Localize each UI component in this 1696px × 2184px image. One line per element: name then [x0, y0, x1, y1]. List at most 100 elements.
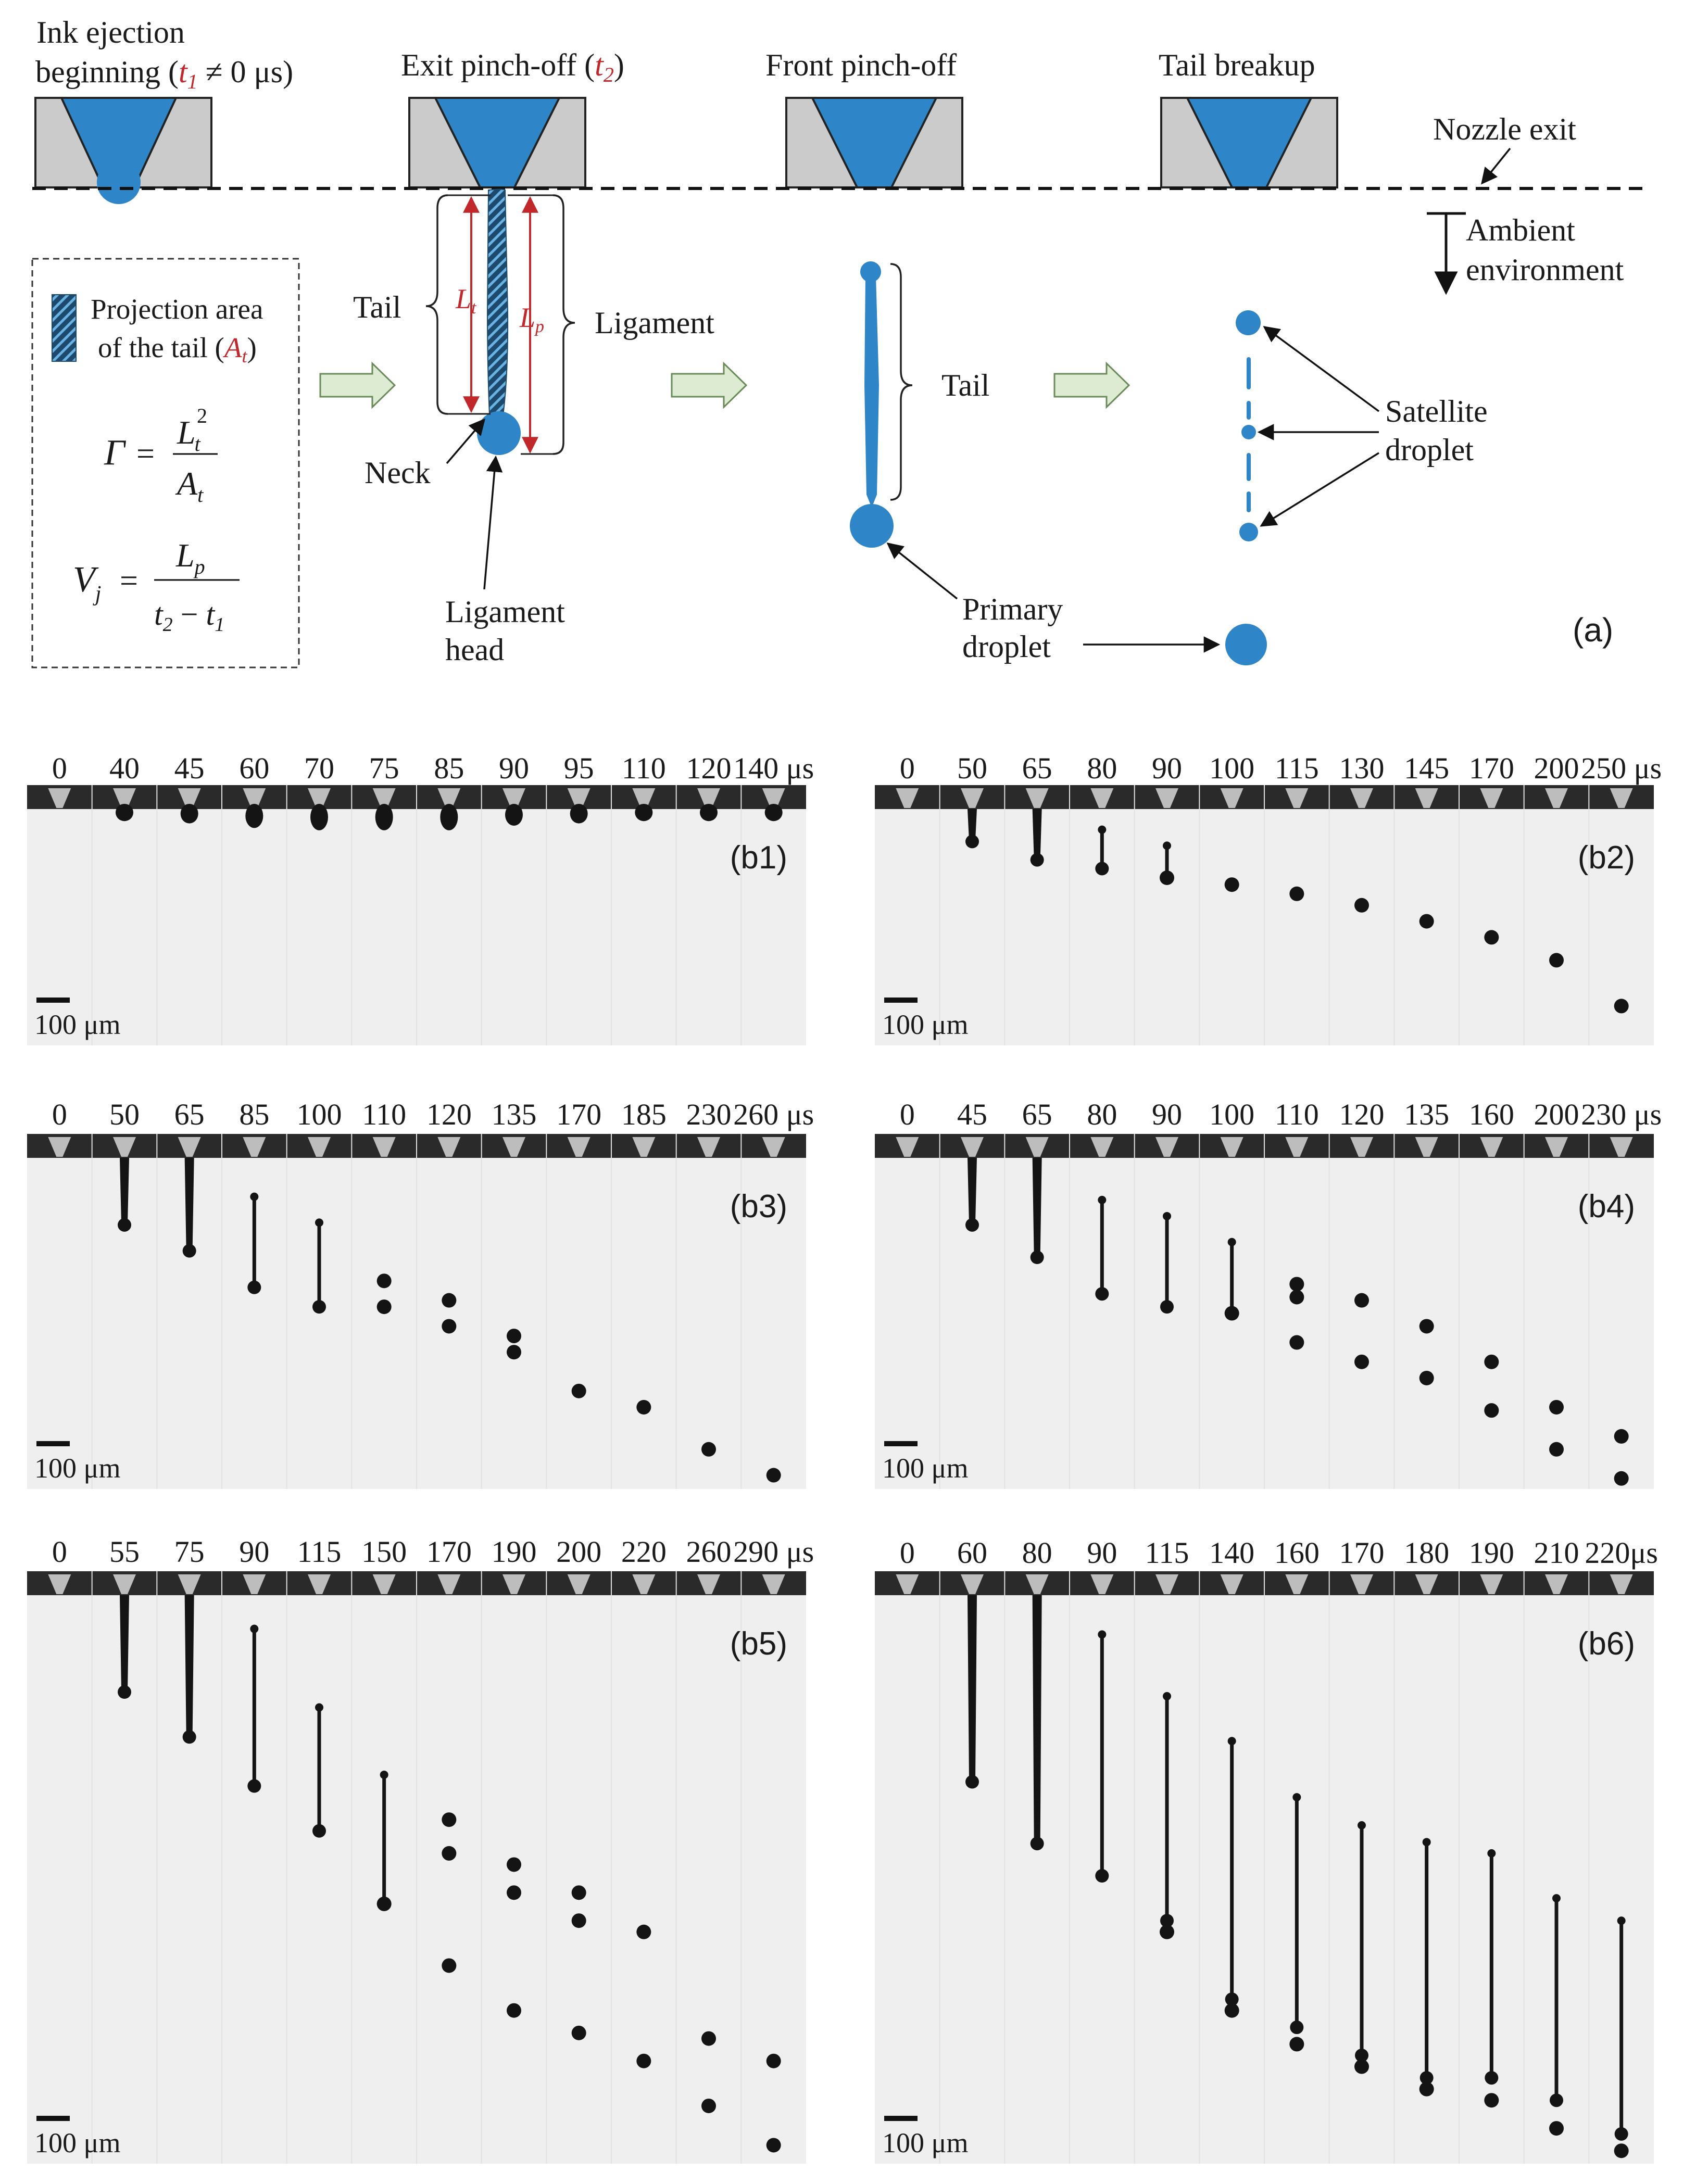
primary-droplet-separated: [1225, 624, 1267, 665]
panel-label: (b3): [730, 1189, 787, 1224]
process-arrow-3: [1053, 361, 1130, 409]
time-label: 230 μs: [1581, 1097, 1662, 1131]
frame: 55: [91, 1535, 140, 2164]
time-label: 160: [1274, 1536, 1320, 1570]
nozzle-notch: [48, 1137, 71, 1157]
time-label: 100: [1209, 751, 1254, 785]
exit-pinch-ligament: [477, 188, 521, 455]
time-label: 260: [686, 1535, 732, 1569]
droplet: [1614, 2143, 1629, 2158]
time-label: 0: [900, 1536, 915, 1570]
time-label: 135: [492, 1097, 537, 1131]
nozzle-exit-label: Nozzle exit: [1433, 112, 1576, 146]
scale-label: 100 μm: [882, 1009, 968, 1040]
time-label: 145: [1404, 751, 1449, 785]
time-label: 45: [174, 751, 205, 785]
time-label: 120: [686, 751, 732, 785]
time-label: 140 μs: [733, 751, 814, 785]
nozzle-notch: [1480, 1574, 1503, 1594]
frame: 290 μs: [733, 1535, 814, 2164]
scale-bar: [884, 1441, 918, 1446]
nozzle-notch: [1025, 1574, 1049, 1594]
time-label: 120: [1339, 1097, 1385, 1131]
nozzle-notch: [502, 788, 525, 808]
time-label: 115: [297, 1535, 342, 1569]
nozzle-notch: [1220, 788, 1243, 808]
title-front-pinch-off: Front pinch-off: [765, 48, 957, 82]
nozzle-stage-1: [34, 97, 212, 204]
frame: 95: [546, 751, 594, 1045]
title-ejection-line1: Ink ejection: [36, 15, 185, 49]
frame: 130: [1328, 751, 1385, 1045]
ligament-head: [965, 835, 979, 849]
frame: 0: [48, 1097, 71, 1157]
droplet: [1289, 1290, 1304, 1305]
droplet: [1419, 1319, 1434, 1334]
droplet: [1354, 1293, 1369, 1308]
droplet: [1419, 2071, 1434, 2085]
nozzle-notch: [1155, 1574, 1178, 1594]
frame: 0: [896, 751, 919, 808]
label-ligament-head-line1: Ligament: [445, 595, 565, 629]
scale-label: 100 μm: [34, 1009, 120, 1040]
label-ligament-head-line2: head: [445, 633, 504, 667]
droplet: [1225, 1992, 1239, 2006]
ligament-head: [182, 1730, 196, 1744]
ligament-head: [1030, 1251, 1044, 1265]
nozzle-notch: [697, 788, 720, 808]
frame: 90: [221, 1535, 269, 2164]
nozzle-notch: [567, 1137, 591, 1157]
time-label: 40: [109, 751, 140, 785]
frame: 220μs: [1585, 1536, 1658, 2164]
droplet: [766, 1468, 781, 1483]
ambient-label-line1: Ambient: [1466, 213, 1575, 247]
time-label: 115: [1145, 1536, 1189, 1570]
ligament: [184, 1158, 194, 1250]
ligament: [968, 1595, 977, 1781]
frame: 200: [1523, 751, 1579, 1045]
droplet: [1289, 886, 1304, 901]
droplet: [1160, 870, 1174, 885]
time-label: 170: [1339, 1536, 1385, 1570]
time-label: 95: [564, 751, 594, 785]
scale-label: 100 μm: [34, 1453, 120, 1484]
time-label: 100: [297, 1097, 342, 1131]
frame: 190: [1459, 1536, 1514, 2164]
svg-text:=: =: [136, 436, 155, 472]
legend-box: Projection area of the tail (At) Γ = Lt …: [31, 258, 300, 668]
time-label: 90: [1087, 1536, 1117, 1570]
nozzle-notch: [308, 788, 331, 808]
label-lp: Lp: [519, 302, 544, 336]
frame: 75: [156, 1535, 205, 2164]
ligament-head: [965, 1218, 979, 1232]
nozzle-notch: [1285, 788, 1309, 808]
ligament-head: [182, 1244, 196, 1258]
frame: 0: [48, 1535, 71, 1594]
tail-brace: [425, 194, 448, 415]
droplet: [507, 1329, 521, 1344]
nozzle-notch: [1090, 1574, 1114, 1594]
nozzle-notch: [372, 1137, 396, 1157]
meniscus: [245, 804, 263, 828]
nozzle-notch: [372, 1574, 396, 1594]
droplet: [636, 1399, 651, 1415]
nozzle-stage-2: [408, 97, 586, 188]
droplet: [1484, 1354, 1499, 1369]
time-label: 180: [1404, 1536, 1449, 1570]
time-label: 120: [426, 1097, 472, 1131]
neck-pointer: [446, 418, 486, 464]
frame: 140: [1199, 1536, 1254, 2164]
time-label: 80: [1087, 751, 1117, 785]
time-label: 250 μs: [1581, 751, 1662, 785]
time-label: 200: [1534, 751, 1579, 785]
nozzle-notch: [48, 788, 71, 808]
frame: 190: [481, 1535, 537, 2164]
droplet: [507, 1857, 521, 1872]
ambient-arrow: [1427, 212, 1466, 295]
droplet: [442, 1812, 457, 1827]
scale-bar: [884, 998, 918, 1003]
frame: 45: [156, 751, 205, 1045]
